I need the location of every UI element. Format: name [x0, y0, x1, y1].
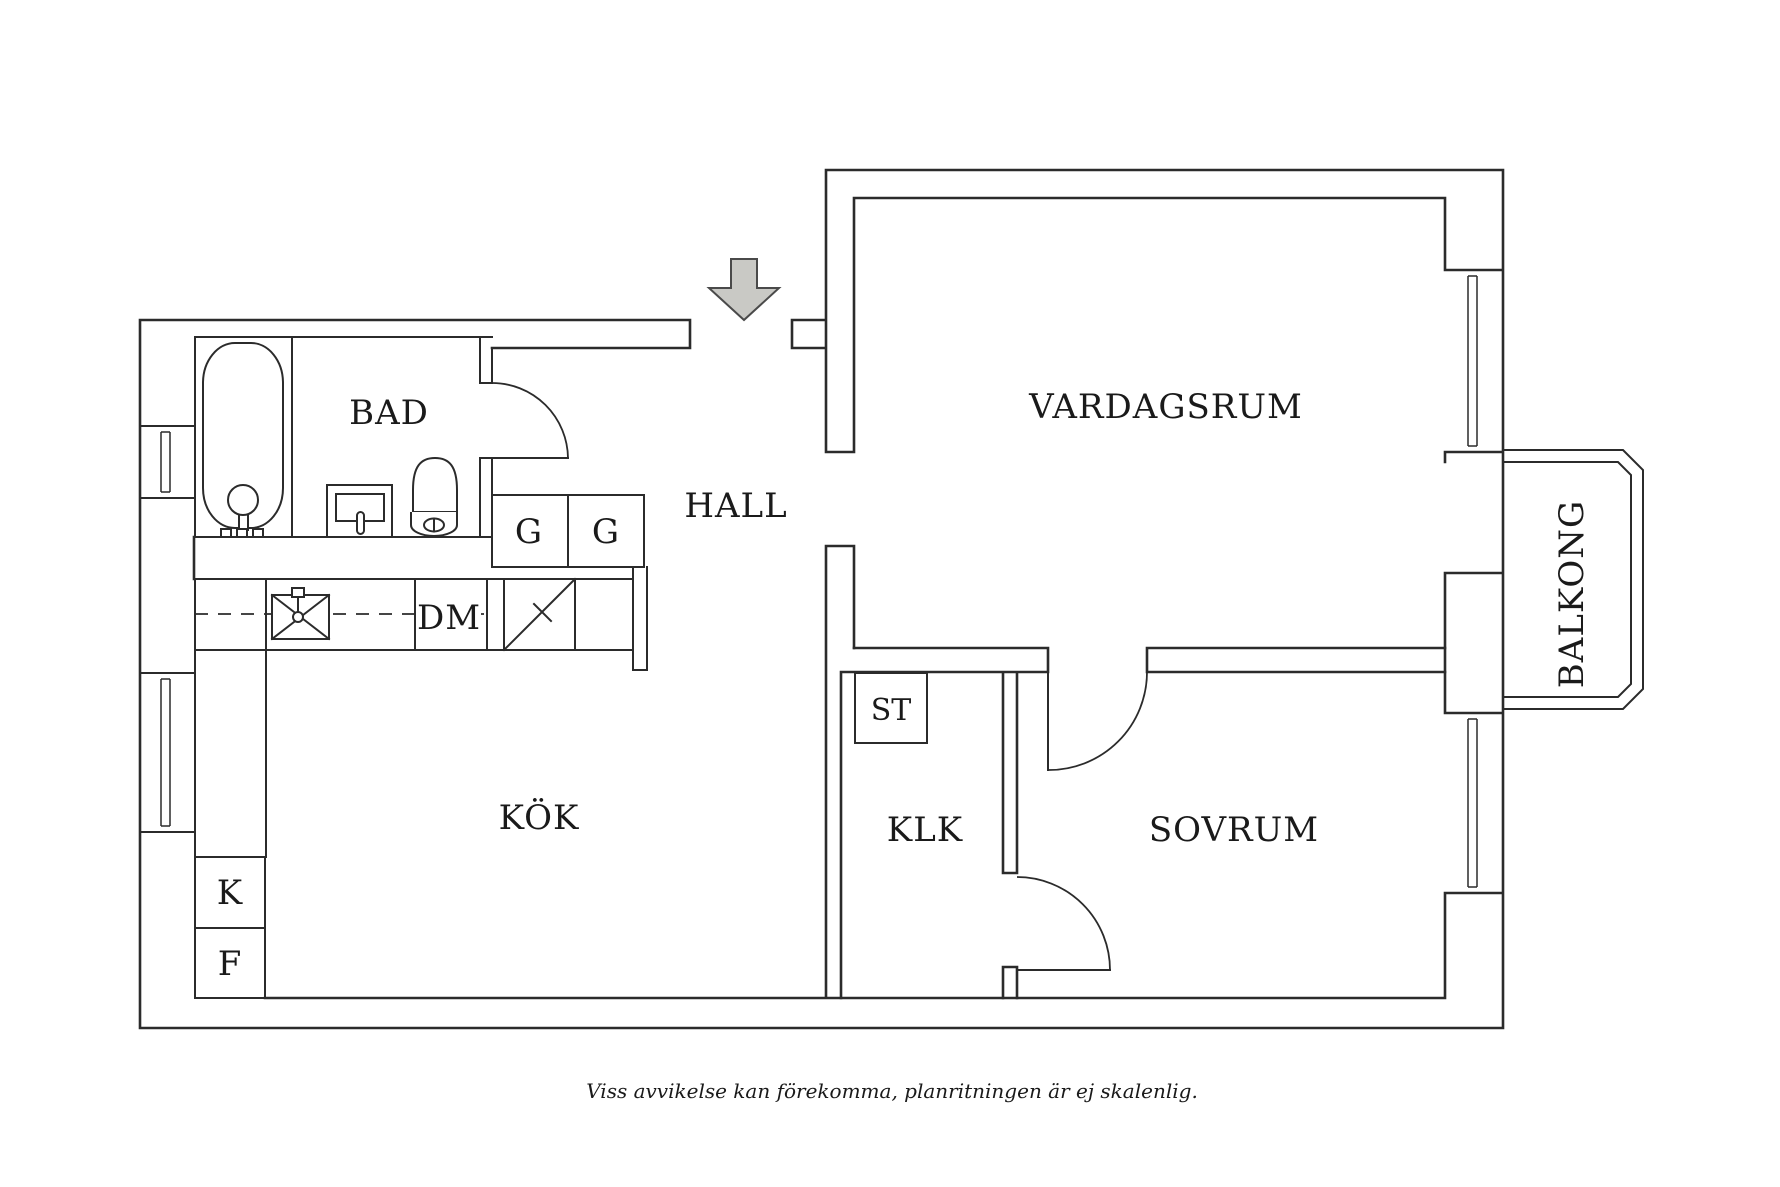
- label-freezer: F: [218, 944, 243, 984]
- door-swing-icon-sovrum: [1047, 671, 1148, 771]
- wardrobe-cabinets: [491, 494, 648, 671]
- sink-icon: [270, 587, 331, 641]
- st-closet-box: [854, 672, 928, 744]
- label-fridge: K: [217, 873, 243, 913]
- balcony-outline: [1502, 449, 1644, 710]
- label-wardrobe-2: G: [592, 512, 620, 552]
- label-st-closet: ST: [871, 693, 912, 728]
- kitchen-counter: [194, 578, 634, 858]
- window-icon-kok: [139, 672, 195, 833]
- label-wardrobe-1: G: [515, 512, 543, 552]
- window-icon-vardagsrum: [1467, 275, 1478, 447]
- toilet-icon: [410, 456, 458, 537]
- disclaimer-caption: Viss avvikelse kan förekomma, planritnin…: [586, 1079, 1198, 1103]
- room-label-sovrum: SOVRUM: [1149, 810, 1319, 850]
- washbasin-icon: [326, 484, 393, 538]
- door-swing-icon-bad: [491, 382, 569, 459]
- fridge-freezer-boxes: [194, 856, 266, 999]
- room-label-vardagsrum: VARDAGSRUM: [1028, 387, 1303, 427]
- exterior-walls: [138, 168, 1505, 1030]
- room-label-bad: BAD: [349, 393, 429, 433]
- stove-icon: [502, 577, 577, 652]
- room-label-klk: KLK: [887, 810, 963, 850]
- interior-walls: [839, 646, 1447, 1000]
- window-icon-sovrum: [1467, 718, 1478, 888]
- label-dishwasher: DM: [417, 598, 481, 638]
- entrance-arrow-icon: [706, 258, 782, 322]
- room-label-balkong: BALKONG: [1552, 500, 1592, 688]
- room-label-kok: KÖK: [499, 797, 580, 838]
- door-swing-icon-klk: [1016, 876, 1111, 971]
- room-label-hall: HALL: [684, 486, 787, 526]
- bathtub-icon: [202, 342, 284, 538]
- dm-label-mask: [417, 596, 481, 636]
- window-icon-bad: [139, 425, 194, 499]
